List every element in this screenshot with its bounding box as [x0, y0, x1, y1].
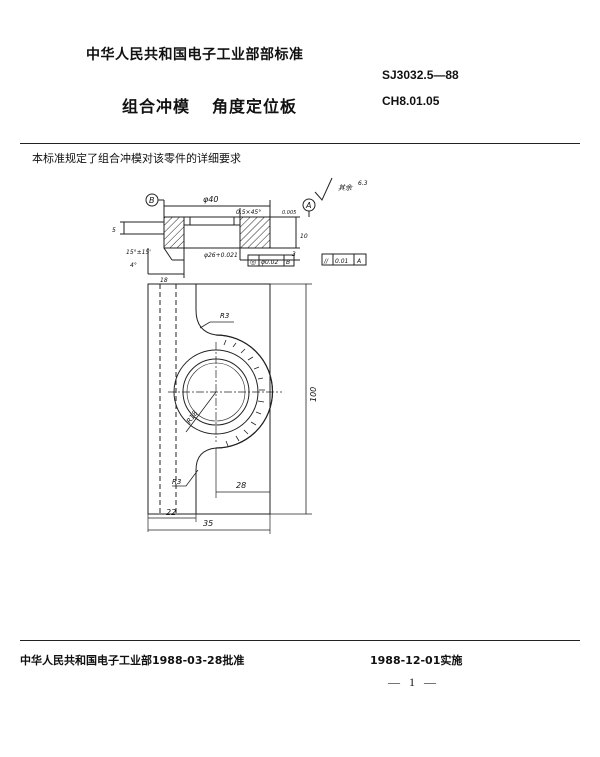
parallel-datum: A	[356, 258, 361, 265]
plate-step-profile	[195, 284, 273, 514]
dim-chamfer: 0.5×45°	[236, 209, 261, 216]
section-hatch-left	[163, 216, 185, 249]
dim-100: 100	[309, 387, 318, 402]
dim-tol-0005: 0.005	[282, 210, 296, 216]
dim-r3-bottom: R3	[172, 478, 181, 486]
roughness-value: 6.3	[358, 180, 368, 187]
parallel-symbol: //	[323, 258, 329, 265]
page-number: — 1 —	[388, 675, 439, 689]
dim-phi26: φ26+0.021	[204, 252, 238, 259]
dim-r3-top: R3	[220, 312, 229, 320]
dim-22: 22	[166, 508, 176, 517]
angle-scale-ticks	[223, 339, 265, 447]
org-title: 中华人民共和国电子工业部部标准	[86, 47, 304, 63]
dim-18: 18	[160, 277, 168, 284]
position-tolerance-value: φ0.02	[261, 259, 279, 266]
dim-10: 10	[300, 233, 308, 240]
datum-a-label: A	[305, 201, 311, 210]
document-title-part2: 角度定位板	[212, 97, 298, 116]
dim-angle-4: 4°	[130, 262, 137, 269]
dim-phi40: φ40	[203, 195, 218, 204]
dim-angle-15: 15°±15'	[126, 249, 151, 256]
dim-5: 5	[112, 227, 116, 234]
dim-28: 28	[236, 481, 246, 490]
section-hatch-right	[239, 216, 271, 249]
footer-divider	[20, 640, 580, 641]
effective-date: 1988-12-01实施	[370, 654, 463, 667]
technical-drawing: B A φ40 0.5×45° 其余 6.3 φ26+0.021 5 10 0.…	[112, 177, 368, 534]
section-view	[120, 177, 367, 278]
roughness-label: 其余	[338, 184, 353, 192]
parallel-tolerance-frame	[321, 253, 367, 266]
approval-text: 中华人民共和国电子工业部1988-03-28批准	[20, 654, 245, 667]
dim-35: 35	[203, 519, 213, 528]
part-code: CH8.01.05	[382, 94, 440, 108]
dim-3: 3	[292, 251, 296, 258]
position-tolerance-symbol: ◎	[250, 258, 256, 266]
position-tolerance-datum: B	[286, 259, 290, 266]
standard-code: SJ3032.5—88	[382, 68, 459, 82]
position-tolerance-frame	[247, 254, 295, 267]
parallel-value: 0.01	[335, 258, 348, 265]
header-divider	[20, 143, 580, 144]
plan-view	[147, 283, 312, 534]
document-title-part1: 组合冲模	[122, 97, 191, 116]
intro-text: 本标准规定了组合冲模对该零件的详细要求	[32, 152, 241, 165]
plate-outline	[147, 283, 271, 515]
document-title: 组合冲模 角度定位板	[122, 93, 297, 117]
datum-b-label: B	[149, 196, 155, 205]
